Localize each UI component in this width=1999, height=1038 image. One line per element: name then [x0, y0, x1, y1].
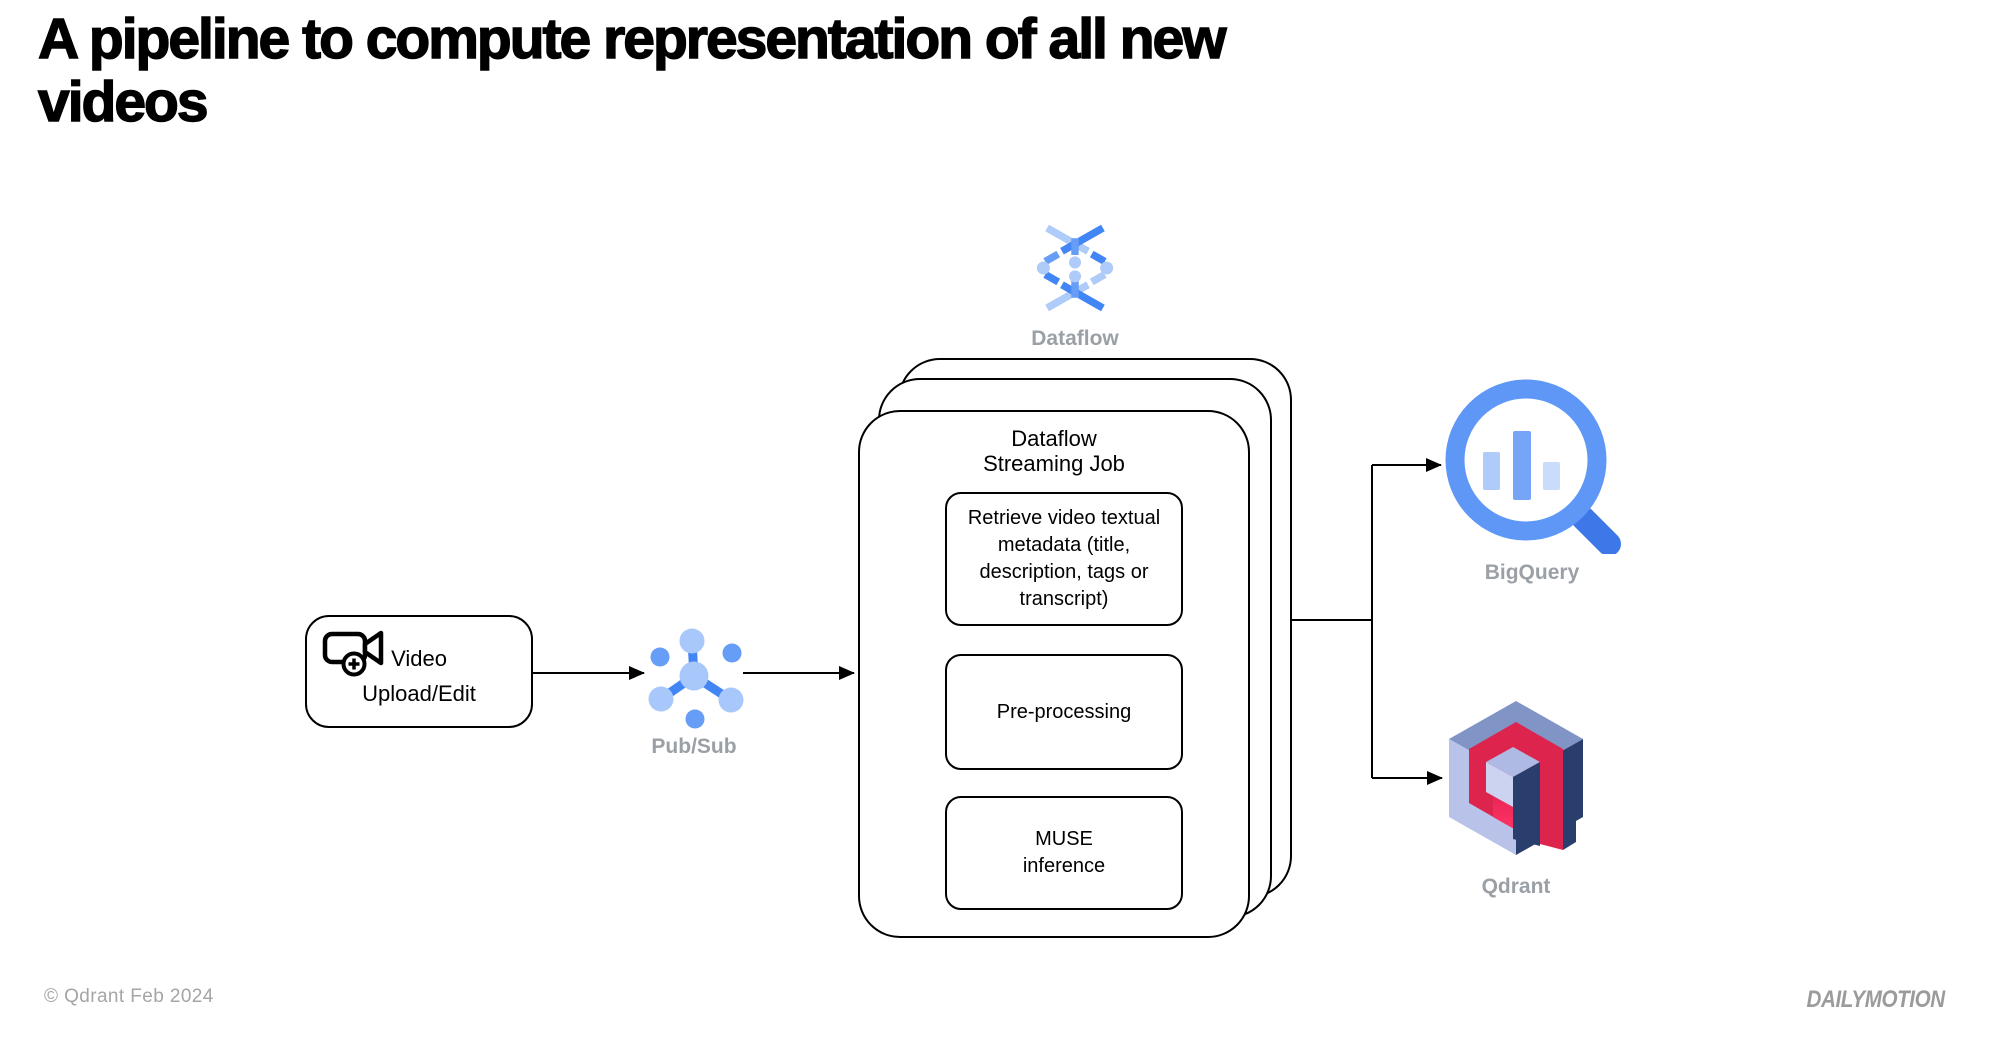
pubsub-icon: [648, 628, 744, 729]
video-camera-add-icon: [322, 630, 384, 677]
video-upload-node: Video Upload/Edit: [305, 615, 533, 728]
bigquery-label: BigQuery: [1484, 561, 1580, 584]
qdrant-label: Qdrant: [1481, 875, 1551, 898]
step-muse-inference: MUSE inference: [945, 796, 1183, 910]
dailymotion-logo: DAILYMOTION: [1806, 986, 1946, 1013]
pubsub-node: Pub/Sub: [644, 620, 744, 759]
bigquery-node: BigQuery: [1437, 372, 1627, 585]
copyright-text: © Qdrant Feb 2024: [44, 986, 214, 1007]
dataflow-job-title: Dataflow Streaming Job: [983, 426, 1125, 476]
step-retrieve-metadata: Retrieve video textual metadata (title, …: [945, 492, 1183, 626]
video-upload-label: Video Upload/Edit: [362, 646, 476, 706]
page-title: A pipeline to compute representation of …: [37, 7, 1227, 134]
dataflow-job-card: Dataflow Streaming Job Retrieve video te…: [858, 410, 1250, 938]
qdrant-node: Qdrant: [1448, 700, 1584, 899]
qdrant-cube-icon: [1449, 701, 1583, 855]
dataflow-node: Dataflow: [1025, 222, 1125, 351]
dataflow-icon: [1036, 224, 1114, 312]
dataflow-label: Dataflow: [1031, 327, 1119, 350]
step-pre-processing: Pre-processing: [945, 654, 1183, 770]
pubsub-label: Pub/Sub: [651, 735, 737, 758]
bigquery-search-icon: [1445, 379, 1621, 556]
